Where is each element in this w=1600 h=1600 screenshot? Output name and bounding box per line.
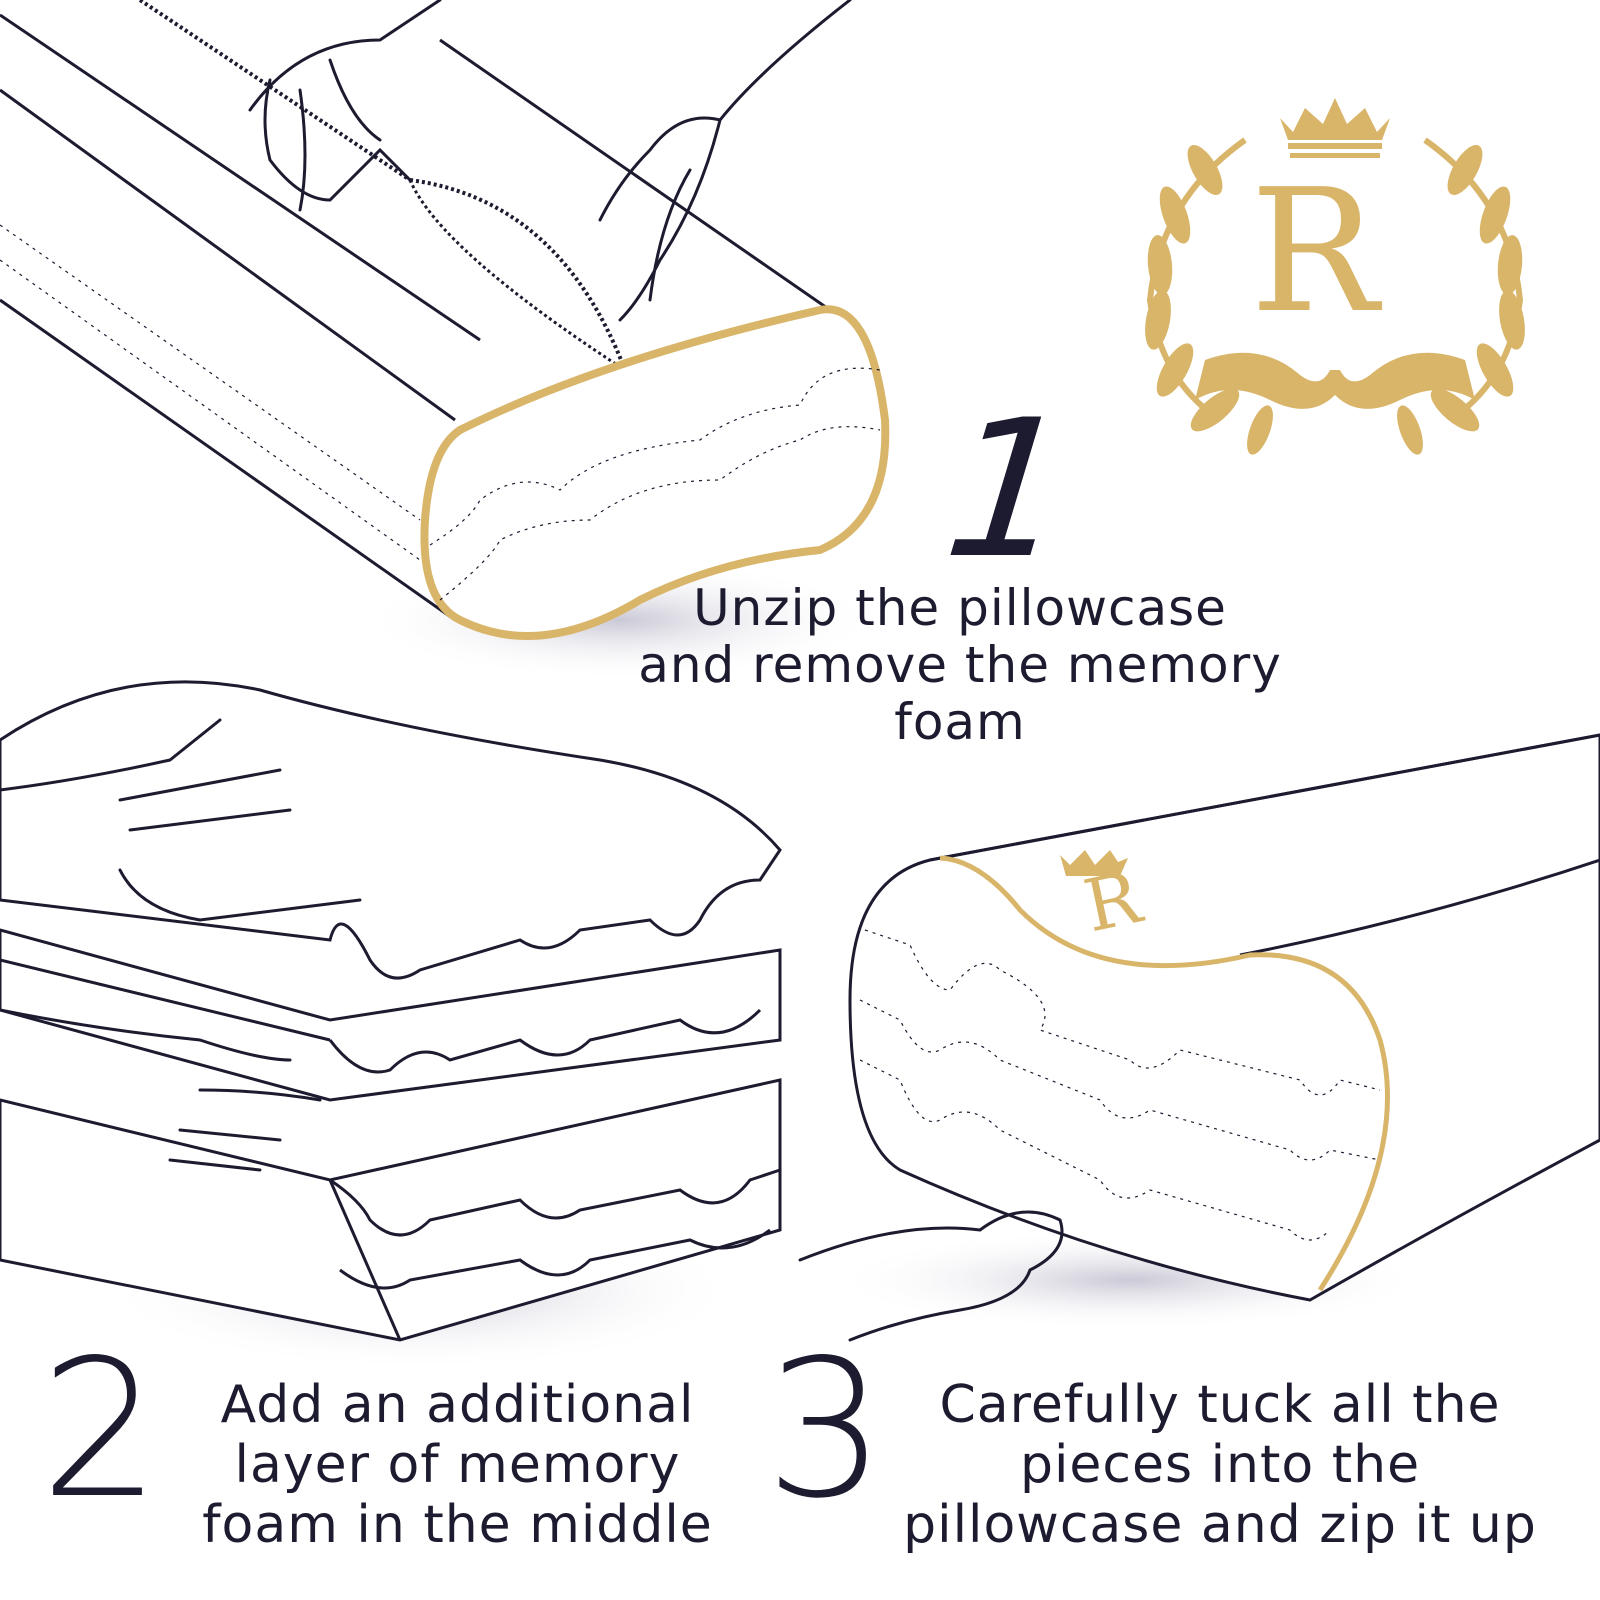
step-3-number: 3 (765, 1319, 886, 1540)
step-1-line-1: Unzip the pillowcase (693, 579, 1227, 637)
step3-pillow-illustration: R (798, 733, 1600, 1342)
step1-pillow-illustration (0, 0, 890, 680)
step-3-line-3: pillowcase and zip it up (903, 1495, 1537, 1555)
step-1-line-2: and remove the memory (638, 636, 1282, 694)
step-3-instruction: Carefully tuck all the pieces into the p… (860, 1375, 1580, 1555)
step-2-line-2: layer of memory (234, 1435, 681, 1495)
crown-icon (1280, 98, 1390, 158)
brand-crest: R (1145, 98, 1525, 455)
step-1-number: 1 (936, 379, 1081, 600)
laurel-wreath-icon (1145, 137, 1525, 455)
step2-foam-layers-illustration (0, 680, 782, 1370)
step-2-line-1: Add an additional (220, 1375, 695, 1435)
step-2-instruction: Add an additional layer of memory foam i… (170, 1375, 745, 1555)
crest-letter: R (1250, 153, 1383, 351)
step-3-line-1: Carefully tuck all the (939, 1375, 1501, 1435)
step-1-line-3: foam (894, 693, 1026, 751)
step-2-line-3: foam in the middle (202, 1495, 713, 1555)
step-3-line-2: pieces into the (1019, 1435, 1421, 1495)
step-1-instruction: Unzip the pillowcase and remove the memo… (590, 580, 1330, 751)
step-2-number: 2 (40, 1319, 161, 1540)
